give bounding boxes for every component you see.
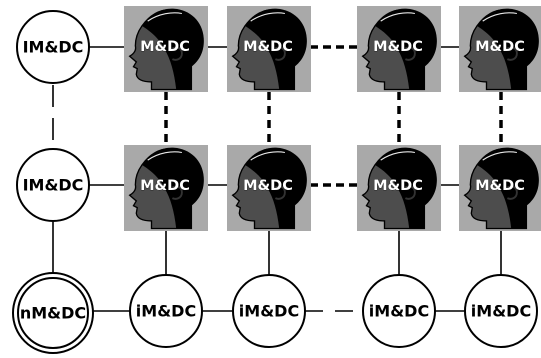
bottom-node-3[interactable]: iM&DC: [362, 274, 436, 348]
tile-mid-3-label: M&DC: [373, 178, 423, 194]
tile-top-3-label: M&DC: [373, 39, 423, 55]
tile-mid-4[interactable]: M&DC: [459, 145, 541, 231]
tile-top-2[interactable]: M&DC: [227, 6, 311, 92]
bottom-node-1-label: iM&DC: [136, 302, 196, 321]
bottom-node-2[interactable]: iM&DC: [232, 274, 306, 348]
tile-top-4-label: M&DC: [475, 39, 525, 55]
left-node-middle[interactable]: IM&DC: [16, 148, 90, 222]
bottom-node-4[interactable]: iM&DC: [464, 274, 538, 348]
left-node-top-label: IM&DC: [23, 38, 84, 57]
tile-top-2-label: M&DC: [243, 39, 293, 55]
tile-mid-4-label: M&DC: [475, 178, 525, 194]
tile-top-1-label: M&DC: [140, 39, 190, 55]
left-node-bottom[interactable]: nM&DC: [12, 272, 94, 354]
bottom-node-4-label: iM&DC: [471, 302, 531, 321]
tile-mid-2-label: M&DC: [243, 178, 293, 194]
tile-mid-1[interactable]: M&DC: [124, 145, 208, 231]
tile-mid-3[interactable]: M&DC: [357, 145, 441, 231]
left-node-middle-label: IM&DC: [23, 176, 84, 195]
bottom-node-3-label: iM&DC: [369, 302, 429, 321]
bottom-node-2-label: iM&DC: [239, 302, 299, 321]
left-node-bottom-label: nM&DC: [20, 304, 86, 323]
bottom-node-1[interactable]: iM&DC: [129, 274, 203, 348]
tile-top-4[interactable]: M&DC: [459, 6, 541, 92]
tile-top-1[interactable]: M&DC: [124, 6, 208, 92]
tile-top-3[interactable]: M&DC: [357, 6, 441, 92]
tile-mid-2[interactable]: M&DC: [227, 145, 311, 231]
tile-mid-1-label: M&DC: [140, 178, 190, 194]
left-node-top[interactable]: IM&DC: [16, 10, 90, 84]
connector-layer: [52, 45, 503, 312]
